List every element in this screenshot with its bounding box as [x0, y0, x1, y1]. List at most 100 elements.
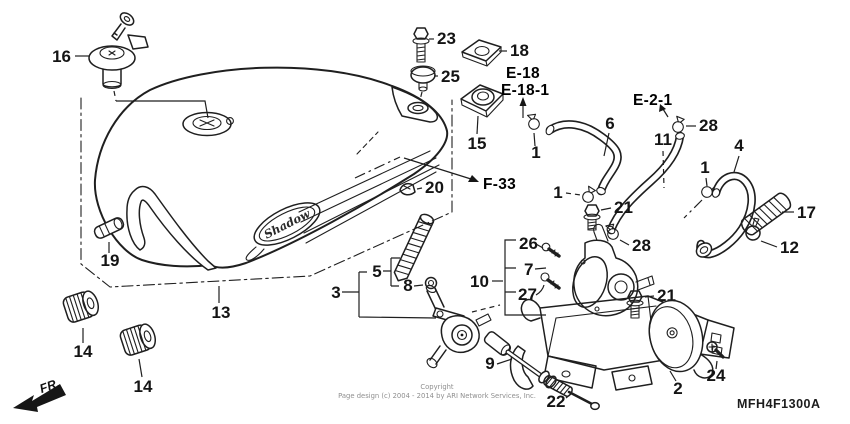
reference-e2-1-label: E-2-1 — [633, 92, 672, 109]
callout-17[interactable]: 17 — [782, 203, 816, 222]
rubber-14b-drawing — [119, 323, 157, 356]
callout-16[interactable]: 16 — [52, 47, 90, 66]
fuel-tank-drawing: Shadow — [93, 66, 449, 271]
callout-3[interactable]: 3 — [331, 271, 437, 319]
reference-e2-1[interactable]: E-2-1 — [633, 92, 672, 118]
callout-15-label: 15 — [468, 134, 487, 153]
reference-f33[interactable]: F-33 — [354, 156, 516, 193]
reference-e18[interactable]: E-18 — [506, 65, 540, 82]
callout-10[interactable]: 10 — [470, 272, 503, 291]
callout-14a-label: 14 — [74, 342, 93, 361]
callout-5[interactable]: 5 — [372, 257, 400, 287]
callout-22-label: 22 — [547, 392, 566, 411]
callout-1b[interactable]: 1 — [553, 183, 582, 202]
callout-22[interactable]: 22 — [547, 392, 573, 411]
screw-22-drawing — [543, 375, 600, 411]
callout-1a-label: 1 — [531, 143, 540, 162]
callout-4-label: 4 — [734, 136, 744, 155]
callout-group-10 — [504, 239, 546, 316]
callout-14a[interactable]: 14 — [74, 328, 93, 361]
callout-27[interactable]: 27 — [518, 284, 545, 304]
front-direction-marker: FR. — [13, 376, 66, 412]
callout-1a[interactable]: 1 — [531, 132, 541, 162]
clamp-1b-drawing — [580, 185, 598, 205]
callout-28b[interactable]: 28 — [619, 236, 651, 255]
reference-f33-label: F-33 — [483, 176, 516, 193]
callout-11-label: 11 — [654, 130, 672, 149]
cushion-15-drawing — [460, 84, 504, 118]
front-marker-label: FR. — [38, 376, 62, 396]
fr-arrow-icon — [13, 384, 66, 412]
callout-12-label: 12 — [780, 238, 799, 257]
copyright-line2: Page design (c) 2004 - 2014 by ARI Netwo… — [338, 392, 536, 400]
callout-28b-label: 28 — [632, 236, 651, 255]
callout-6[interactable]: 6 — [603, 114, 615, 157]
callout-9-label: 9 — [485, 354, 494, 373]
callout-27-label: 27 — [518, 285, 537, 304]
callout-21a[interactable]: 21 — [600, 198, 633, 217]
callout-2[interactable]: 2 — [669, 370, 683, 398]
callout-4[interactable]: 4 — [733, 136, 744, 173]
callout-19-label: 19 — [101, 251, 120, 270]
callout-20-label: 20 — [425, 178, 444, 197]
callout-23[interactable]: 23 — [429, 29, 456, 48]
spring-17-drawing — [740, 192, 792, 236]
callout-16-label: 16 — [52, 47, 71, 66]
tank-group-boundary — [80, 97, 453, 288]
callout-19[interactable]: 19 — [101, 242, 120, 270]
oring-8-drawing — [424, 276, 438, 290]
screw-27-drawing — [540, 272, 561, 290]
callout-1b-label: 1 — [553, 183, 562, 202]
callout-11[interactable]: 11 — [654, 130, 672, 189]
rod-9-drawing — [483, 331, 557, 389]
callout-24[interactable]: 24 — [707, 360, 726, 385]
reference-e18-1-label: E-18-1 — [501, 82, 549, 99]
callout-6-label: 6 — [605, 114, 614, 133]
callout-7-label: 7 — [524, 260, 533, 279]
cover-2-drawing — [648, 299, 704, 373]
callout-1c-label: 1 — [700, 158, 709, 177]
e2-1-arrow-icon — [659, 104, 666, 112]
callout-15[interactable]: 15 — [468, 115, 487, 153]
reference-e18-label: E-18 — [506, 65, 540, 82]
callout-8[interactable]: 8 — [403, 276, 424, 295]
callout-12[interactable]: 12 — [760, 238, 799, 257]
reference-e18-1[interactable]: E-18-1 — [501, 82, 549, 118]
clamp-12-drawing — [745, 217, 761, 241]
callout-2-label: 2 — [673, 379, 682, 398]
grommet-25-drawing — [410, 65, 436, 101]
rubber-14a-drawing — [62, 290, 100, 323]
hose-11-drawing — [606, 131, 685, 235]
f33-arrow-icon — [468, 175, 479, 182]
callout-28a[interactable]: 28 — [686, 116, 718, 135]
callout-26-label: 26 — [519, 234, 538, 253]
callout-18[interactable]: 18 — [499, 41, 529, 60]
callout-20[interactable]: 20 — [416, 178, 444, 197]
callout-21a-label: 21 — [614, 198, 633, 217]
filler-opening — [182, 111, 234, 137]
callout-18-label: 18 — [510, 41, 529, 60]
callout-28a-label: 28 — [699, 116, 718, 135]
key-drawing — [111, 12, 135, 41]
callout-9[interactable]: 9 — [485, 354, 513, 373]
clip-20-drawing — [399, 182, 416, 196]
screw-26-drawing — [541, 242, 561, 258]
callout-13[interactable]: 13 — [212, 286, 231, 322]
callout-26[interactable]: 26 — [519, 234, 544, 253]
callout-17-label: 17 — [797, 203, 816, 222]
fuel-valve-assembly-drawing — [572, 223, 655, 317]
callout-23-label: 23 — [437, 29, 456, 48]
callout-7[interactable]: 7 — [524, 260, 547, 279]
callout-14b[interactable]: 14 — [134, 358, 153, 396]
callout-3-label: 3 — [331, 283, 340, 302]
callout-25[interactable]: 25 — [434, 67, 460, 86]
callout-10-label: 10 — [470, 272, 489, 291]
screw-24-drawing — [706, 341, 725, 359]
clamp-28a-drawing — [670, 115, 687, 135]
bolt-23-drawing — [412, 27, 430, 63]
tank-emblem-badge: Shadow — [245, 131, 440, 261]
copyright-line1: Copyright — [420, 383, 454, 391]
callout-1c[interactable]: 1 — [683, 158, 710, 219]
